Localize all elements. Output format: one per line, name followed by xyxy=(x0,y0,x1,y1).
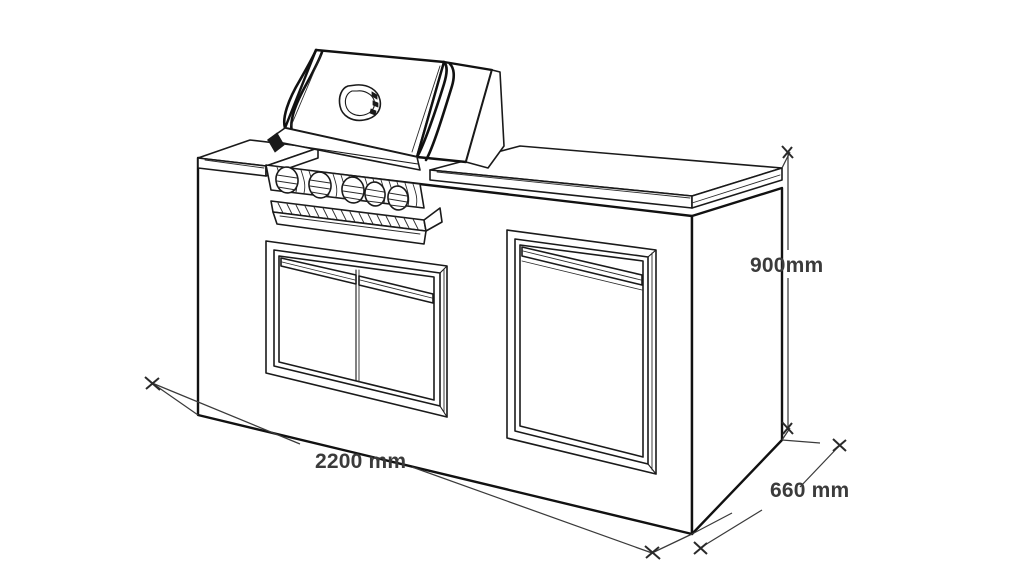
control-knob-3[interactable] xyxy=(340,176,365,205)
control-knob-1[interactable] xyxy=(274,166,299,195)
control-knob-4[interactable] xyxy=(363,181,386,208)
dimension-label-length: 2200 mm xyxy=(315,450,406,473)
right-single-door-cabinet[interactable] xyxy=(506,229,657,475)
grill-grate xyxy=(270,200,443,245)
countertop xyxy=(197,139,783,209)
control-knobs[interactable] xyxy=(274,166,409,212)
dimension-depth-660mm: 660 mm xyxy=(691,438,849,555)
dimension-height-900mm: 900mm xyxy=(750,145,823,441)
dimension-label-depth: 660 mm xyxy=(770,479,849,502)
control-knob-2[interactable] xyxy=(307,171,332,200)
grill-hood xyxy=(267,48,505,171)
control-knob-5[interactable] xyxy=(386,185,409,212)
dimension-label-height: 900mm xyxy=(750,254,823,277)
left-double-door-cabinet[interactable] xyxy=(265,240,448,418)
grate-hatching xyxy=(277,202,419,230)
dimension-length-2200mm: 2200 mm xyxy=(144,376,693,560)
temperature-gauge-icon xyxy=(338,84,382,122)
